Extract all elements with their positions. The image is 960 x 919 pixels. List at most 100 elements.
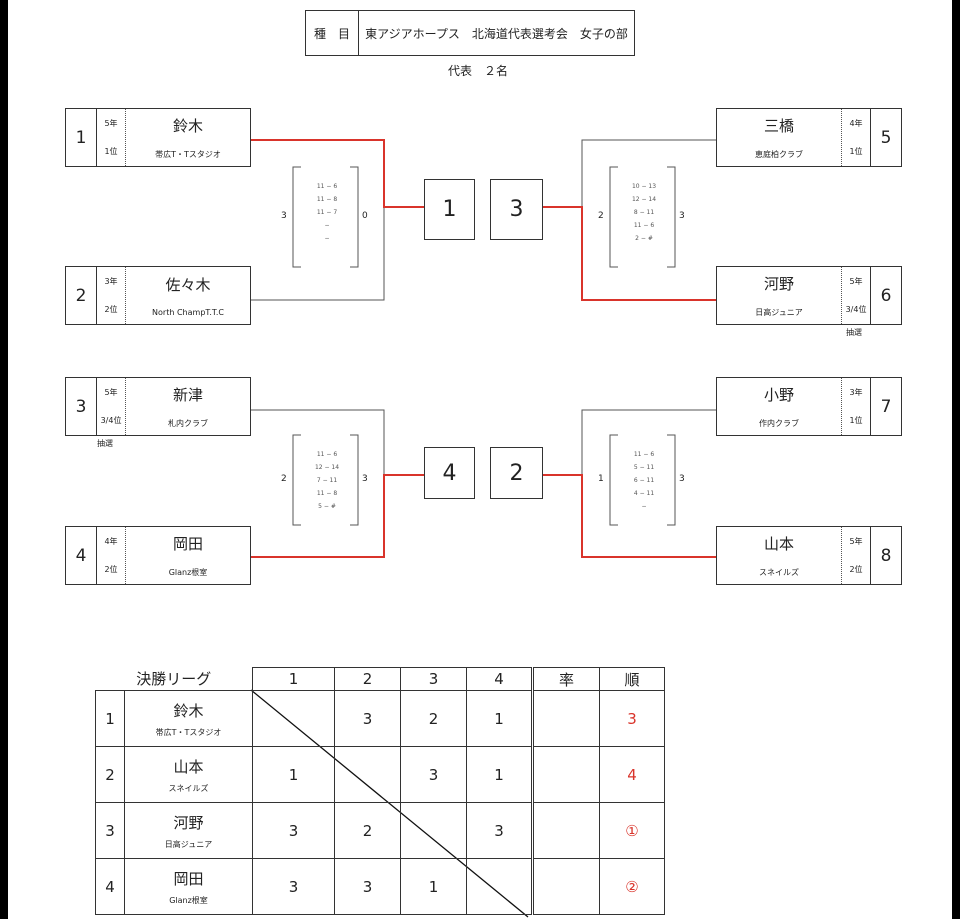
result-cell: 3 [252,802,335,859]
match-right-score: 3 [362,474,368,484]
col-header: 3 [400,667,467,691]
line-p3 [250,409,385,475]
grade: 5年 [104,387,118,397]
line-p2 [250,207,385,301]
league-player-club: スネイルズ [168,783,209,793]
league-no: 2 [95,746,125,803]
league-no: 3 [95,802,125,859]
result-cell: 3 [252,858,335,915]
game-score: − [324,235,330,242]
game-score: 11 − 6 [633,222,655,229]
player-name: 鈴木 [172,117,203,136]
match-right-score: 0 [362,211,368,221]
rank-cell: 3 [599,690,665,747]
league-player-name: 山本 [173,757,204,776]
result-cell [334,746,401,803]
grade: 4年 [849,118,863,128]
result-cell [252,690,335,747]
league-player-club: Glanz根室 [169,895,208,905]
col-header: 率 [532,667,600,691]
seed-number: 5 [870,109,901,166]
player-club: Glanz根室 [168,567,208,577]
rank-cell: ② [599,858,665,915]
col-header: 4 [466,667,534,691]
seed-number: 4 [66,527,97,584]
match-left-score: 1 [598,474,604,484]
win-line-p6 [543,206,716,301]
game-score: 5 − # [318,503,336,510]
league-title: 決勝リーグ [95,667,253,691]
result-cell: 2 [334,802,401,859]
league-player-club: 帯広T・Tスタジオ [155,727,222,737]
line-p5 [581,139,716,207]
win-line-p1 [250,139,424,208]
league-no: 1 [95,690,125,747]
match-right-score: 3 [679,211,685,221]
game-score: 12 − 14 [631,196,657,203]
game-score: 11 − 8 [316,490,338,497]
winner-box-1: 1 [424,179,475,240]
rate-cell [532,802,600,859]
block-rank: 3/4位 [845,305,867,315]
block-rank: 1位 [849,147,863,157]
draw-note: 抽選 [846,328,862,337]
grade: 5年 [849,276,863,286]
block-rank: 2位 [849,565,863,575]
col-header: 1 [252,667,335,691]
win-line-p8 [543,474,716,558]
grade: 3年 [849,387,863,397]
match-left-score: 2 [598,211,604,221]
seed-number: 8 [870,527,901,584]
result-cell: 1 [400,858,467,915]
col-header: 2 [334,667,401,691]
player-club: 作内クラブ [759,418,799,428]
block-rank: 2位 [104,565,118,575]
result-cell [400,802,467,859]
event-header: 種 目 東アジアホープス 北海道代表選考会 女子の部 [305,10,635,56]
match-right-score: 3 [679,474,685,484]
league-player-club: 日高ジュニア [164,839,213,849]
rate-cell [532,690,600,747]
player-club: 札内クラブ [168,418,208,428]
game-score: 7 − 11 [316,477,338,484]
match-left-score: 2 [281,474,287,484]
draw-note: 抽選 [97,439,113,448]
seed-number: 3 [66,378,97,435]
game-score: 6 − 11 [633,477,655,484]
seed-number: 1 [66,109,97,166]
result-cell: 3 [466,802,534,859]
game-score: 11 − 8 [316,196,338,203]
result-cell [466,858,534,915]
result-cell: 1 [252,746,335,803]
line-p7 [581,409,716,475]
player-club: 日高ジュニア [755,307,803,317]
player-name: 三橋 [763,117,794,136]
game-score: − [324,222,330,229]
grade: 3年 [104,276,118,286]
block-rank: 2位 [104,305,118,315]
game-score: 8 − 11 [633,209,655,216]
match-left-score: 3 [281,211,287,221]
grade: 5年 [849,536,863,546]
player-club: 帯広T・Tスタジオ [155,149,221,159]
win-line-p4 [250,474,424,558]
winner-box-3: 4 [424,447,475,499]
result-cell: 2 [400,690,467,747]
bracket-m2 [609,166,676,268]
game-score: 5 − 11 [633,464,655,471]
grade: 4年 [104,536,118,546]
col-header: 順 [599,667,665,691]
league-player-name: 岡田 [173,869,204,888]
grade: 5年 [104,118,118,128]
